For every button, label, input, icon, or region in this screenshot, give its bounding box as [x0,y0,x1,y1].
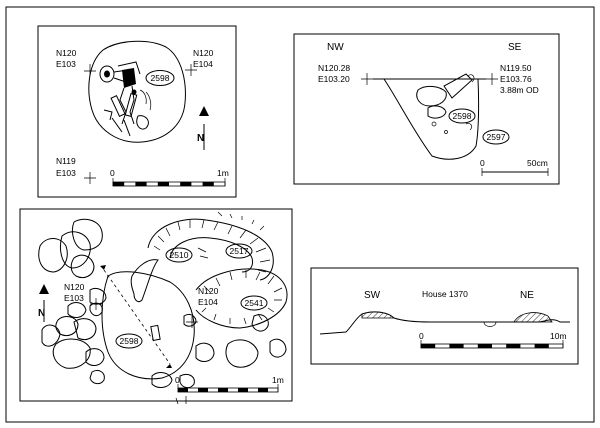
svg-text:0: 0 [110,168,115,178]
area-coord-w-n: N120 [64,282,85,292]
house-title: House 1370 [422,289,468,299]
context-oval-2598-section [448,108,476,124]
context-label-2598-area: 2598 [120,336,139,346]
datum-cross-left [361,73,373,85]
scale-bar-plan-2: 0 1m [175,375,284,393]
north-arrow-area-icon: N [38,284,49,322]
coord-nw-e: E103 [56,59,76,69]
grave-cut-outline [88,40,186,143]
scale-bar-section-1: 0 50cm [480,158,549,176]
scale-bar-plan-1: 0 1m [110,168,229,187]
section-line [103,269,171,365]
panel-grave-section: NW SE N120.28 E103.20 N119.50 E103.76 3.… [293,33,560,185]
area-coord-w-e: E103 [64,293,84,303]
coord-sw-e: E103 [56,168,76,178]
outer-frame [5,6,595,423]
feature-2598-inner-stone [150,324,161,341]
panel-burial-plan: 2598 N120 E103 N120 E104 N119 E103 N 0 [37,25,237,198]
context-label-2598: 2598 [151,73,170,83]
context-oval-2597 [482,129,510,145]
section-dir-nw: NW [327,42,344,53]
area-grid-cross-w [90,298,102,310]
context-label-2541: 2541 [245,298,264,308]
area-coord-e-n: N120 [198,286,219,296]
coord-ne-n: N120 [193,48,214,58]
area-coord-e-e: E104 [198,297,218,307]
context-oval-2541 [240,295,268,311]
stone-2 [443,73,473,99]
panel-burial-plan-frame [37,25,237,198]
grid-cross-ne [185,64,197,76]
stones-group [38,218,287,405]
coord-nw-n: N120 [56,48,77,58]
panel-area-plan: 2510 2517 2541 2598 N120 E103 N120 E104 … [19,208,293,405]
grid-cross-sw [84,172,96,184]
svg-text:10m: 10m [550,331,567,341]
context-label-2598-section: 2598 [453,111,472,121]
datum-cross-right [486,73,498,85]
context-oval-2517 [225,243,253,259]
context-oval-2510 [165,247,193,263]
svg-text:0: 0 [480,158,485,168]
section-coord-right-e: E103.76 [500,74,532,84]
svg-text:0: 0 [419,331,424,341]
house-dir-ne: NE [520,290,534,301]
svg-text:1m: 1m [272,375,284,385]
section-coord-left-n: N120.28 [318,63,350,73]
svg-text:50cm: 50cm [527,158,548,168]
context-label-2597: 2597 [487,132,506,142]
section-dir-se: SE [508,42,522,53]
grave-profile [383,78,480,160]
panel-grave-section-frame [293,33,560,185]
svg-text:N: N [38,308,45,319]
context-oval-2598-area [115,333,143,349]
ditch-2510-2517 [130,211,274,303]
grid-cross-nw [84,64,96,76]
house-bank-left [361,311,395,319]
context-label-2510: 2510 [170,250,189,260]
section-coord-left-e: E103.20 [318,74,350,84]
panel-house-section: SW House 1370 NE 0 10m [310,267,579,365]
stone-1 [416,85,447,107]
section-coord-right-n: N119.50 [500,63,532,73]
svg-text:N: N [197,133,204,144]
coord-ne-e: E104 [193,59,213,69]
svg-text:0: 0 [175,375,180,385]
area-grid-cross-e [186,316,198,328]
scale-bar-section-2: 0 10m [419,331,567,349]
context-oval-2598 [145,70,175,86]
house-bank-right [513,312,553,323]
svg-text:1m: 1m [217,168,229,178]
feature-2598-outline [101,271,195,380]
skeleton-drawing [99,61,152,137]
north-arrow-icon: N [197,106,209,150]
context-label-2517: 2517 [230,246,249,256]
coord-sw-n: N119 [56,156,76,166]
panel-area-plan-frame [19,208,293,402]
house-dir-sw: SW [364,290,381,301]
section-od-height: 3.88m OD [500,85,539,95]
stone-3 [427,105,447,119]
panel-house-section-frame [310,267,579,365]
ditch-2541 [195,268,288,329]
